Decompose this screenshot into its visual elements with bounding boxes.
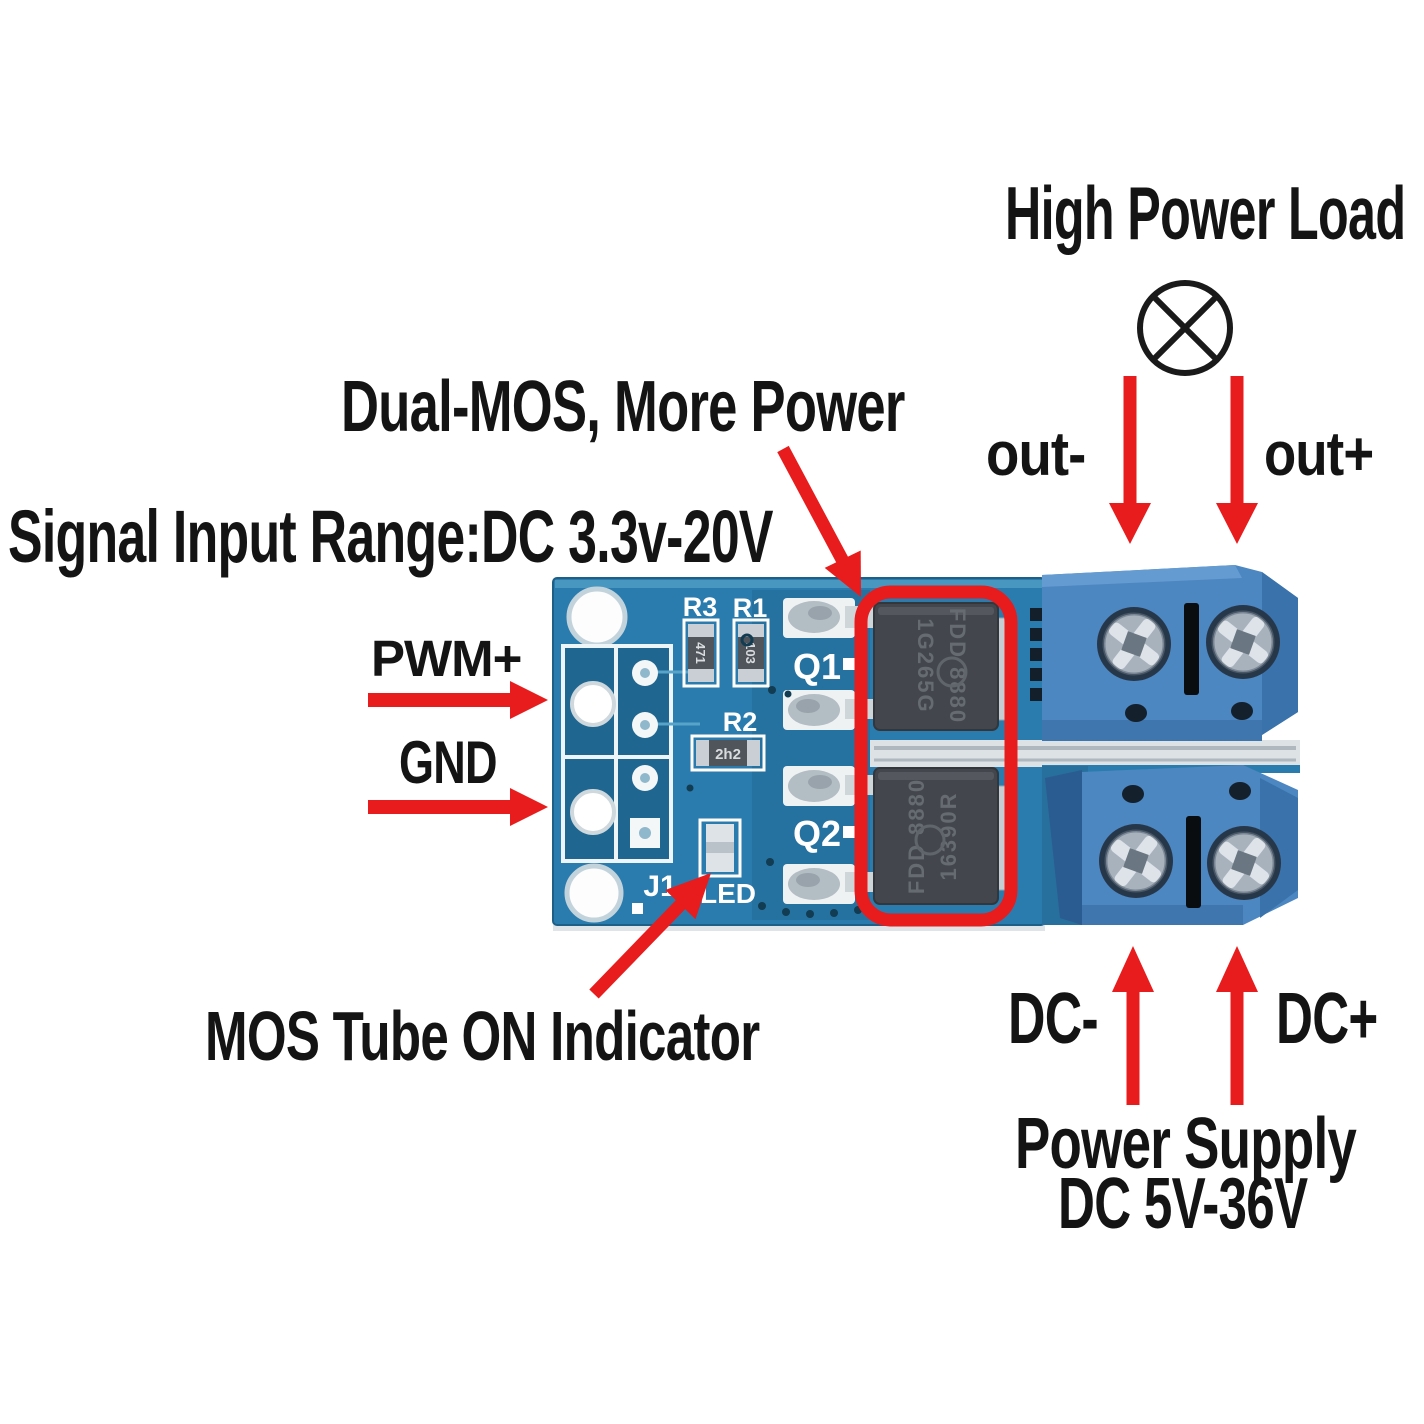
signal-input-range-label: Signal Input Range:DC 3.3v-20V <box>8 495 773 578</box>
solder-pad-4 <box>783 864 877 904</box>
silkscreen-r2-label: R2 <box>723 707 758 737</box>
silkscreen-j1-label: J1 <box>643 870 676 903</box>
wire-hole <box>1125 704 1147 722</box>
mos-tube-on-indicator-label: MOS Tube ON Indicator <box>205 997 760 1075</box>
silkscreen-dot <box>632 903 643 914</box>
mosfet-q2-marking: FDD 8880 16390R <box>904 778 961 894</box>
q1-marking-line2: 1G265G <box>913 618 938 713</box>
silkscreen-q2-label: Q2 <box>793 813 841 854</box>
solder-pads <box>783 598 883 904</box>
silkscreen-q1-label: Q1 <box>793 646 841 687</box>
mosfet-q1: FDD 8880 1G265G <box>873 602 1017 731</box>
silkscreen-led-label: LED <box>700 878 756 909</box>
pwm-plus-label: PWM+ <box>371 630 522 687</box>
high-power-load-label: High Power Load <box>1005 171 1406 255</box>
resistor-r3: R3 471 <box>682 592 720 688</box>
r3-marking: 471 <box>693 642 708 664</box>
power-supply-voltage-label: DC 5V-36V <box>1058 1164 1308 1244</box>
arrows <box>368 376 1258 1105</box>
silkscreen-r3-label: R3 <box>683 592 718 622</box>
pwm-pin-hole <box>570 681 616 727</box>
dual-mos-label: Dual-MOS, More Power <box>341 367 905 447</box>
r1-marking: 103 <box>743 642 758 664</box>
out-minus-arrow <box>1109 376 1151 544</box>
indicator-arrow <box>589 873 711 999</box>
solder-pad-3 <box>783 766 877 806</box>
dc-minus-label: DC- <box>1008 979 1099 1059</box>
resistor-r1: R1 103 <box>732 593 770 688</box>
dc-minus-arrow <box>1112 946 1154 1105</box>
wire-hole <box>1229 782 1251 800</box>
input-header <box>561 644 700 863</box>
q2-marking-line2: 16390R <box>936 791 961 880</box>
r2-marking: 2h2 <box>715 746 741 763</box>
wire-hole <box>1122 785 1144 803</box>
out-plus-label: out+ <box>1264 420 1374 489</box>
led-indicator-component <box>698 818 742 878</box>
dual-mos-arrow <box>777 445 861 597</box>
terminal-divider-slot <box>1184 603 1199 695</box>
resistor-r2: R2 2h2 <box>690 707 766 772</box>
out-plus-arrow <box>1216 376 1258 544</box>
mosfet-q2-body <box>873 767 999 905</box>
mounting-hole-top <box>566 586 628 648</box>
mounting-hole-bottom <box>564 863 624 923</box>
terminal-divider-slot <box>1186 816 1201 908</box>
output-terminal-block <box>1042 565 1298 741</box>
silkscreen-tick <box>843 658 857 670</box>
load-lamp-icon <box>1137 280 1233 376</box>
pwm-arrow <box>368 681 548 719</box>
gnd-pin-hole <box>570 789 616 835</box>
power-terminal-block <box>1042 765 1298 925</box>
mosfet-q2: FDD 8880 16390R <box>873 767 1017 905</box>
edge-pads <box>1030 608 1042 701</box>
gnd-arrow <box>368 788 548 826</box>
board-shadow <box>553 925 1045 931</box>
solder-pad-2 <box>783 690 877 730</box>
dc-plus-arrow <box>1216 946 1258 1105</box>
dual-mos-highlight-box <box>854 585 1018 927</box>
mosfet-q1-body <box>873 602 999 731</box>
dc-plus-label: DC+ <box>1276 979 1378 1059</box>
silkscreen-r1-label: R1 <box>733 593 768 623</box>
power-supply-label: Power Supply <box>1015 1104 1357 1184</box>
silkscreen-tick <box>843 826 857 838</box>
gnd-label: GND <box>399 729 498 796</box>
board-top-bevel <box>555 580 1043 588</box>
wire-hole <box>1231 702 1253 720</box>
out-minus-label: out- <box>986 420 1086 489</box>
